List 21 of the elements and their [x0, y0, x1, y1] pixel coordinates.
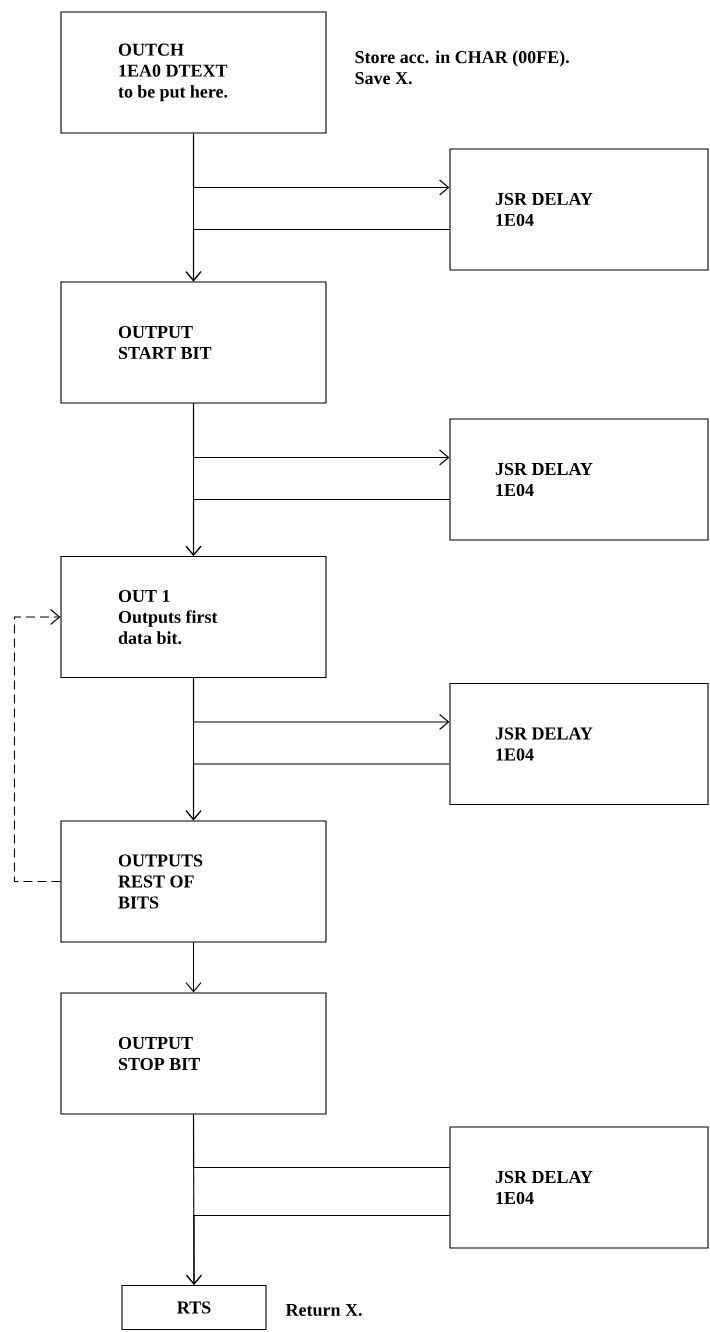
arrow	[185, 942, 202, 993]
arrow	[185, 228, 450, 282]
process-box: JSR DELAY 1E04	[449, 682, 709, 806]
process-box: OUTPUT STOP BIT	[60, 992, 327, 1115]
arrow	[185, 1214, 450, 1285]
process-box: OUTPUTS REST OF BITS	[60, 820, 327, 943]
arrow	[192, 403, 450, 466]
process-box: JSR DELAY 1E04	[449, 1126, 709, 1249]
process-box: JSR DELAY 1E04	[449, 418, 709, 541]
process-box: OUTPUT START BIT	[60, 281, 327, 404]
arrow	[192, 677, 450, 731]
process-box: OUTCH 1EA0 DTEXT to be put here.	[60, 11, 327, 134]
note-text: Store acc. in CHAR (00FE). Save X.	[355, 50, 569, 85]
note-text: Return X.	[285, 1304, 362, 1317]
terminal-box: RTS	[121, 1284, 267, 1331]
arrow	[13, 608, 61, 883]
process-box: OUT 1 Outputs first data bit.	[60, 555, 327, 679]
arrow	[192, 133, 450, 196]
arrow	[185, 763, 450, 821]
arrow	[185, 498, 450, 556]
process-box: JSR DELAY 1E04	[449, 148, 709, 271]
